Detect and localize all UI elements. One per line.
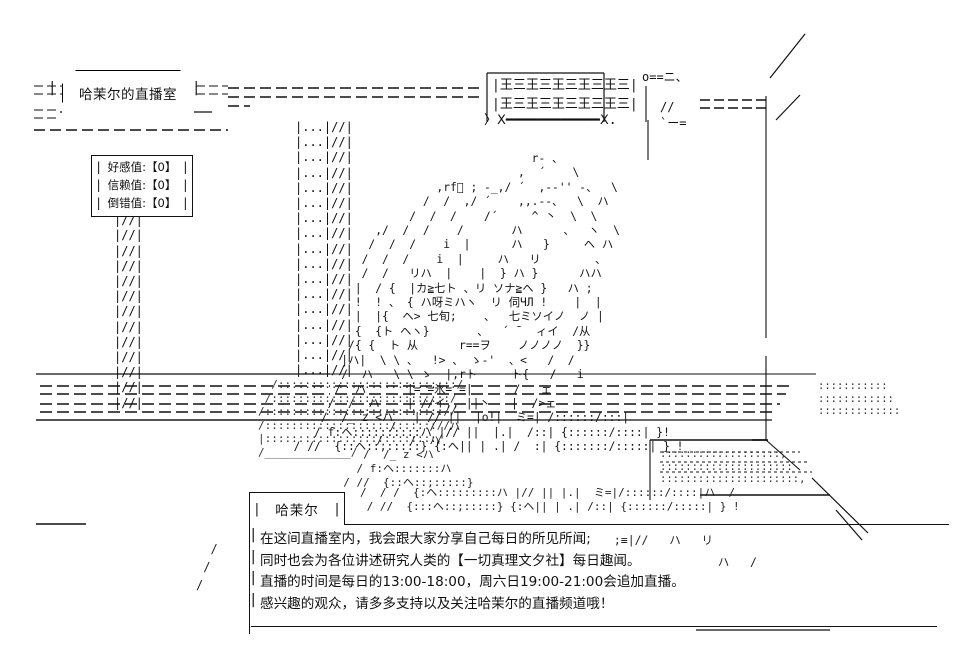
- dialogue-line: | 直播的时间是每日的13:00-18:00，周六日19:00-21:00会追加…: [249, 570, 949, 592]
- ascii-knob-base: `ー=: [660, 116, 687, 130]
- name-right-pipe: |: [333, 501, 341, 517]
- stat-row-perversion: | 倒错值:【0】 |: [92, 194, 192, 212]
- name-box-pipes: | |: [250, 493, 344, 525]
- room-title-label: 哈茉尔的直播室: [79, 87, 177, 103]
- dialogue-bottom-rule: [251, 626, 937, 628]
- stat-right-pipe: |: [181, 196, 189, 210]
- stat-left-pipe: |: [95, 160, 103, 174]
- stat-affection-value: 【0】: [146, 160, 177, 174]
- name-left-pipe: |: [253, 501, 261, 517]
- room-title-box[interactable]: 哈茉尔的直播室: [62, 70, 194, 116]
- dialogue-line: | 在这间直播室内，我会跟大家分享自己每日的所见所闻;: [249, 527, 949, 549]
- ascii-hatch-left: /:::::::::::::::::::::::::::/ /:::::::::…: [258, 378, 464, 459]
- ascii-skirt-strokes: / / ハ / / ハ / /_ z <ハ / f:ヘ:::::::ハ / //…: [343, 420, 474, 489]
- stat-row-trust: | 信赖值:【0】 |: [92, 176, 192, 194]
- stat-right-pipe: |: [181, 160, 189, 174]
- ascii-knob-tail: //: [660, 100, 675, 114]
- stat-perversion-value: 【0】: [146, 196, 177, 210]
- stats-box[interactable]: | 好感值:【0】 | | 信赖值:【0】 | | 倒错值:【0】 |: [91, 155, 193, 217]
- ascii-fragments-left-bottom: / / /: [196, 542, 218, 592]
- ascii-shelf-base: 〉Ⅹ━━━━━━━━━━━━Ⅹ.: [484, 113, 617, 128]
- ascii-shelf-glyphs: |王三王三王三王三王三| |王三王三王三王三王三|: [492, 78, 638, 112]
- stat-left-pipe: |: [95, 196, 103, 210]
- stat-perversion-text: 倒错值:【0】: [102, 195, 182, 211]
- stat-row-affection: | 好感值:【0】 |: [92, 158, 192, 176]
- dialogue-line-bar: |: [249, 591, 258, 608]
- stat-affection-text: 好感值:【0】: [102, 159, 182, 175]
- dialogue-line-text: 直播的时间是每日的13:00-18:00，周六日19:00-21:00会追加直播…: [260, 574, 685, 590]
- ascii-fragments-above-dialogue: / / / {:ヘ:::::::::ハ |// || |.| ミ=|/:::::…: [360, 486, 740, 513]
- ascii-fragments-right-dialogue: ;≡|// ハ リ ハ /: [613, 533, 757, 569]
- dialogue-line: | 感兴趣的观众，请多多支持以及关注哈茉尔的直播频道哦！: [249, 592, 949, 614]
- dialogue-line-text: 感兴趣的观众，请多多支持以及关注哈茉尔的直播频道哦！: [260, 595, 614, 612]
- dialogue-line-bar: |: [249, 570, 258, 586]
- title-left-bracket: |: [48, 80, 57, 96]
- dialogue-line-text: 同时也会为各位讲述研究人类的【一切真理文夕社】每日趣闻。: [260, 552, 641, 569]
- dialogue-lines: | 在这间直播室内，我会跟大家分享自己每日的所见所闻; | 同时也会为各位讲述研…: [249, 527, 949, 613]
- ascii-hatch-right: :::::::::::::::::::, :::::::::::::::::::…: [660, 448, 806, 486]
- speaker-name-label: 哈茉尔: [275, 503, 319, 519]
- stat-trust-text: 信赖值:【0】: [102, 177, 182, 193]
- dialogue-line: | 同时也会为各位讲述研究人类的【一切真理文夕社】每日趣闻。: [249, 549, 949, 571]
- dialogue-line-text: 在这间直播室内，我会跟大家分享自己每日的所见所闻;: [260, 531, 591, 547]
- title-box-fill: [63, 71, 193, 115]
- speaker-name-box: | | 哈茉尔: [249, 492, 345, 525]
- stat-trust-value: 【0】: [146, 178, 177, 192]
- ascii-pillar-left: |//| |//| |//| |//| |//| |//| |//| |//| …: [114, 198, 143, 410]
- ascii-pillar-right: |...|//| |...|//| |...|//| |...|//| |...…: [295, 120, 353, 378]
- dialogue-box[interactable]: | 在这间直播室内，我会跟大家分享自己每日的所见所闻; | 同时也会为各位讲述研…: [249, 524, 949, 634]
- dialogue-left-border: [249, 524, 251, 634]
- ascii-character-portrait: r- 、 , ´ \ ,rf゙ ; -_,/ ´ ,-‐'' ‐、 \ / / …: [293, 152, 684, 454]
- stat-trust-label: 信赖值:: [107, 178, 147, 192]
- dialogue-line-bar: |: [249, 548, 258, 565]
- stat-affection-label: 好感值:: [107, 160, 147, 174]
- ascii-knob: o==ニ、: [642, 70, 688, 84]
- ascii-hatch-upper-right: ::::::::::: :::::::::::: :::::::::::::: [818, 380, 901, 418]
- title-right-bracket: |: [192, 80, 201, 96]
- dialogue-top-border: [249, 524, 949, 526]
- stat-perversion-label: 倒错值:: [107, 196, 147, 210]
- dialogue-line-bar: |: [249, 527, 258, 543]
- stat-left-pipe: |: [95, 178, 103, 192]
- stat-right-pipe: |: [181, 178, 189, 192]
